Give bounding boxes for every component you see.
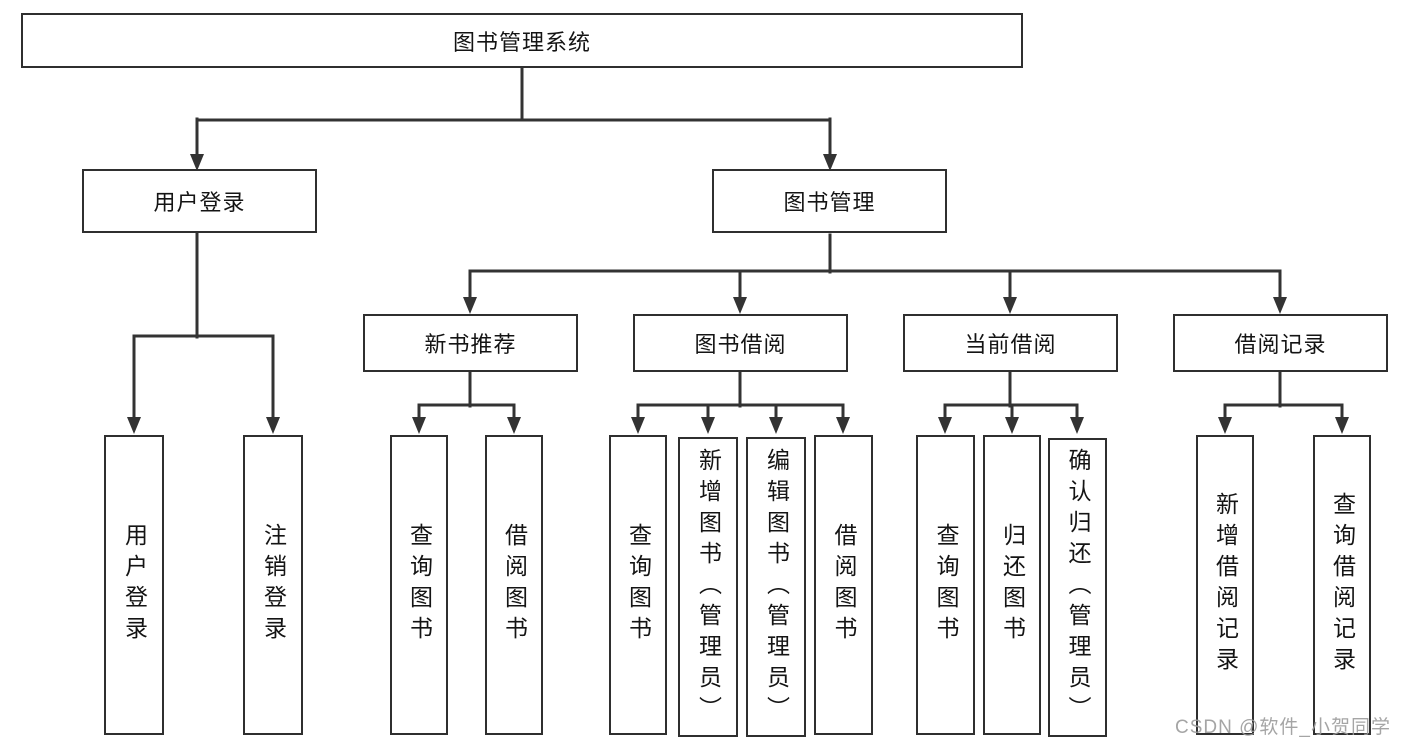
leaf-borrow-add-books-label: 新增图书（管理员） (695, 447, 722, 727)
leaf-recommend-borrow-books-label: 借阅图书 (501, 523, 528, 647)
leaf-current-query-books-label: 查询图书 (933, 523, 959, 647)
leaf-logout: 注销登录 (243, 435, 303, 735)
leaf-borrow-edit-books-label: 编辑图书（管理员） (763, 447, 790, 727)
node-book-borrow: 图书借阅 (633, 314, 848, 372)
leaf-borrow-borrow-books-label: 借阅图书 (831, 523, 857, 647)
leaf-borrow-query-books-label: 查询图书 (625, 523, 652, 647)
leaf-recommend-borrow-books: 借阅图书 (485, 435, 543, 735)
node-borrow-records: 借阅记录 (1173, 314, 1388, 372)
leaf-current-confirm-return-label: 确认归还（管理员） (1065, 448, 1091, 727)
leaf-recommend-query-books-label: 查询图书 (406, 523, 433, 647)
leaf-current-return-books-label: 归还图书 (999, 523, 1026, 647)
node-book-management-label: 图书管理 (783, 190, 876, 215)
node-new-book-recommend-label: 新书推荐 (424, 332, 517, 357)
leaf-user-login-label: 用户登录 (121, 523, 148, 647)
node-book-management: 图书管理 (712, 169, 947, 233)
leaf-current-query-books: 查询图书 (916, 435, 975, 735)
node-book-borrow-label: 图书借阅 (694, 332, 787, 357)
leaf-user-login: 用户登录 (104, 435, 164, 735)
leaf-borrow-query-books: 查询图书 (609, 435, 667, 735)
node-root: 图书管理系统 (21, 13, 1023, 68)
leaf-records-add-record-label: 新增借阅记录 (1212, 492, 1239, 678)
node-user-login-label: 用户登录 (153, 190, 246, 215)
leaf-borrow-borrow-books: 借阅图书 (814, 435, 873, 735)
tree-edges (132, 66, 1344, 421)
node-current-borrow: 当前借阅 (903, 314, 1118, 372)
leaf-borrow-edit-books: 编辑图书（管理员） (746, 437, 806, 737)
leaf-logout-label: 注销登录 (260, 523, 287, 647)
node-current-borrow-label: 当前借阅 (964, 332, 1057, 357)
leaf-records-query-record: 查询借阅记录 (1313, 435, 1371, 735)
node-borrow-records-label: 借阅记录 (1234, 332, 1327, 357)
leaf-current-confirm-return: 确认归还（管理员） (1048, 438, 1107, 737)
leaf-records-add-record: 新增借阅记录 (1196, 435, 1254, 735)
leaf-records-query-record-label: 查询借阅记录 (1329, 492, 1356, 678)
node-root-label: 图书管理系统 (452, 29, 591, 55)
node-user-login: 用户登录 (82, 169, 317, 233)
leaf-borrow-add-books: 新增图书（管理员） (678, 437, 738, 737)
node-new-book-recommend: 新书推荐 (363, 314, 578, 372)
leaf-recommend-query-books: 查询图书 (390, 435, 448, 735)
leaf-current-return-books: 归还图书 (983, 435, 1041, 735)
